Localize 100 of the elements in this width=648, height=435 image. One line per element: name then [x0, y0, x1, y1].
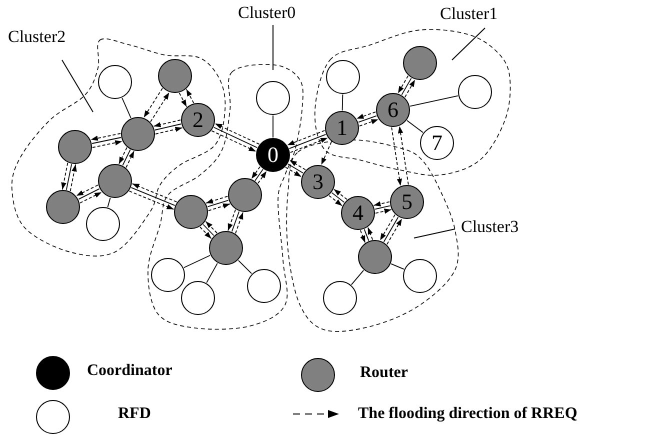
link-line [383, 216, 399, 242]
arrow [126, 150, 135, 168]
router-node: 4 [341, 196, 375, 230]
arrow [398, 75, 409, 94]
coordinator-node: 0 [256, 138, 290, 172]
arrow [235, 212, 244, 234]
router-node: 6 [376, 93, 410, 127]
router-node [58, 130, 92, 164]
arrow [92, 140, 123, 148]
link-line [238, 260, 252, 274]
arrow [380, 214, 396, 241]
link-line [272, 115, 274, 138]
link-line [202, 224, 214, 236]
device-node [458, 75, 492, 109]
legend-label: Router [360, 364, 408, 382]
arrow [155, 126, 183, 134]
link-line [78, 188, 100, 200]
router-node: 3 [301, 165, 335, 199]
link-line [107, 197, 111, 208]
device-node [86, 207, 120, 241]
arrow [328, 195, 343, 206]
link-line [206, 262, 218, 284]
arrow [178, 92, 188, 108]
arrow [258, 170, 267, 184]
router-node [121, 117, 155, 151]
arrow [398, 126, 409, 186]
arrow [333, 188, 348, 200]
arrow [251, 166, 260, 180]
arrow [386, 218, 402, 245]
arrow [228, 209, 236, 232]
link-line [364, 228, 370, 242]
device-node [151, 258, 185, 292]
router-node: 1 [325, 111, 359, 145]
arrow [286, 130, 326, 146]
router-node: 2 [181, 103, 215, 137]
legend-label: RFD [118, 405, 151, 423]
router-node [174, 195, 208, 229]
device-node: 7 [420, 126, 454, 160]
arrow [118, 147, 128, 164]
link-line [207, 200, 229, 208]
link-line [288, 134, 326, 150]
link-line [183, 254, 211, 268]
device-node [247, 269, 281, 303]
link-line [331, 192, 345, 203]
cluster-label: Cluster2 [8, 27, 66, 47]
arrow [205, 220, 218, 234]
arrow [356, 111, 376, 120]
link-line [350, 270, 364, 286]
device-node [323, 281, 357, 315]
arrow [211, 130, 256, 152]
arrow [367, 226, 374, 240]
link-line [410, 95, 458, 107]
arrow [90, 133, 121, 141]
arrow [132, 183, 178, 202]
link-line [358, 115, 377, 123]
arrow [61, 162, 68, 190]
device-node [181, 281, 215, 315]
legend-label: The flooding direction of RREQ [358, 405, 578, 423]
link-line [122, 149, 131, 166]
link-line [213, 126, 258, 148]
arrow [186, 88, 194, 104]
arrow [76, 184, 98, 196]
link-line [288, 164, 304, 174]
arrow [289, 160, 306, 170]
arrow [206, 196, 228, 204]
router-node [98, 164, 132, 198]
link-line [254, 168, 264, 182]
arrow [214, 123, 260, 145]
link-line [390, 263, 404, 270]
arrow [200, 226, 212, 240]
arrow [128, 190, 174, 210]
link-line [122, 98, 132, 118]
arrow [285, 166, 302, 178]
link-line [374, 205, 390, 210]
cluster-label: Cluster3 [461, 217, 519, 237]
router-node [158, 59, 192, 93]
device-node [403, 259, 437, 293]
link-line [92, 137, 122, 144]
router-node [209, 231, 243, 265]
arrow [360, 230, 366, 244]
arrow [70, 164, 77, 192]
legend-label: Coordinator [87, 362, 172, 380]
arrow [290, 137, 328, 153]
arrow [358, 118, 379, 127]
arrow [80, 192, 102, 204]
arrow [391, 126, 402, 186]
device-node [98, 65, 132, 99]
arrow [150, 92, 170, 122]
arrow [320, 141, 332, 166]
device-node [256, 81, 290, 115]
link-line [342, 94, 344, 111]
cluster-label: Cluster0 [238, 3, 296, 23]
link-line [66, 164, 72, 190]
router-node [403, 46, 437, 80]
device-node [326, 60, 360, 94]
link-line [130, 187, 176, 206]
router-node [46, 190, 80, 224]
cluster-label: Cluster1 [440, 4, 498, 24]
link-line [231, 211, 240, 232]
link-line [406, 120, 424, 133]
